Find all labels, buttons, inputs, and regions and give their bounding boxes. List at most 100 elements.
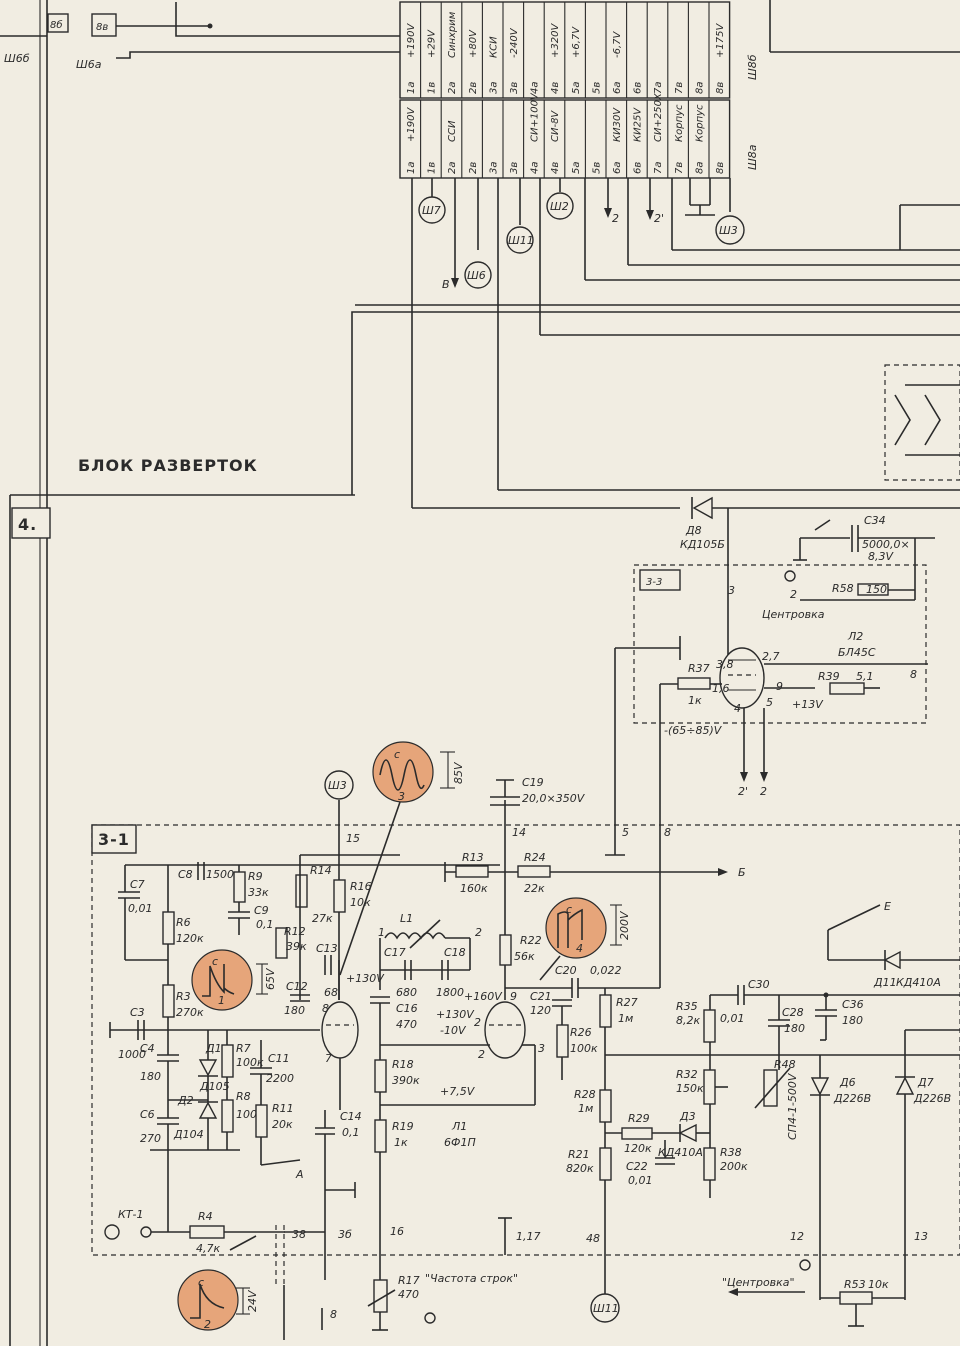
svg-text:56к: 56к — [514, 950, 535, 963]
svg-text:0,01: 0,01 — [720, 1012, 745, 1025]
svg-text:10к: 10к — [350, 896, 371, 909]
pin-8-bottom: 8 — [330, 1308, 337, 1321]
resistor-r26: R26 100к — [556, 1024, 598, 1058]
tube-l2: Л2 БЛ45С 3,8 2,7 1,6 9 4 5 — [712, 630, 876, 715]
connector-signal: СИ-8V — [550, 110, 561, 142]
svg-text:Л1: Л1 — [451, 1120, 467, 1133]
svg-text:R3: R3 — [176, 990, 191, 1003]
svg-text:С12: С12 — [286, 980, 308, 993]
svg-text:Д6: Д6 — [839, 1076, 856, 1089]
resistor-r58: R58 150 — [800, 582, 915, 601]
connector-signal: +190V — [406, 23, 417, 58]
svg-text:R35: R35 — [676, 1000, 698, 1013]
svg-text:R37: R37 — [688, 662, 710, 675]
svg-text:120к: 120к — [176, 932, 204, 945]
ref-sh2: Ш2 — [546, 192, 574, 220]
svg-text:22к: 22к — [524, 882, 545, 895]
svg-text:R14: R14 — [310, 864, 332, 877]
pin-1-17: 1,17 — [516, 1230, 541, 1243]
svg-text:1800: 1800 — [436, 986, 464, 999]
svg-text:Ш11: Ш11 — [508, 234, 534, 247]
connector-pin: 2а — [447, 82, 458, 95]
capacitor-c8: С8 1500 — [178, 862, 234, 881]
svg-text:R39: R39 — [818, 670, 840, 683]
resistor-r16: R16 10к — [333, 879, 372, 913]
svg-text:Д226В: Д226В — [833, 1092, 871, 1105]
svg-text:R29: R29 — [628, 1112, 650, 1125]
connector-pin: 3в — [509, 162, 520, 174]
connector-signal: +6,7V — [571, 26, 582, 58]
svg-text:С14: С14 — [340, 1110, 362, 1123]
svg-text:С6: С6 — [140, 1108, 155, 1121]
capacitor-c14: С14 0,1 — [315, 1110, 362, 1139]
svg-text:180: 180 — [784, 1022, 805, 1035]
svg-text:4: 4 — [576, 942, 583, 955]
pin-12: 12 — [790, 1230, 804, 1243]
svg-text:КД105Б: КД105Б — [680, 538, 725, 551]
svg-text:с: с — [212, 955, 218, 968]
lamp-pin-6: 3 — [728, 584, 735, 597]
svg-text:150к: 150к — [676, 1082, 704, 1095]
lamp-pin-8: 8 — [910, 668, 917, 681]
resistor-r11: R11 20к — [255, 1102, 294, 1138]
connector-signal: Синхрим — [447, 11, 458, 58]
net-letter-e: Е — [884, 900, 891, 913]
svg-text:L1: L1 — [400, 912, 413, 925]
svg-text:39к: 39к — [286, 940, 307, 953]
svg-text:R11: R11 — [272, 1102, 294, 1115]
connector-pin: 7а — [653, 162, 664, 175]
connector-pin: 4в — [550, 82, 561, 94]
tube-pin-7: 3 — [538, 1042, 545, 1055]
resistor-r6: R6 120к — [162, 911, 204, 945]
svg-text:R48: R48 — [774, 1058, 796, 1071]
connector-signal: +320V — [550, 23, 561, 58]
svg-text:R8: R8 — [236, 1090, 251, 1103]
side-label-sh6a: Ш6а — [76, 58, 102, 71]
centering-bottom-label: "Центровка" — [722, 1276, 795, 1289]
svg-text:5: 5 — [766, 696, 773, 709]
resistor-r29: R29 120к — [621, 1112, 653, 1155]
svg-text:R58: R58 — [832, 582, 854, 595]
bottom-connector-name: Ш8а — [746, 144, 759, 170]
svg-text:1: 1 — [218, 994, 225, 1007]
connector-signal: -6,7V — [612, 30, 623, 58]
block-title: БЛОК РАЗВЕРТОК — [78, 456, 258, 475]
svg-text:390к: 390к — [392, 1074, 420, 1087]
pin-48: 48 — [586, 1232, 600, 1245]
tube-pin-3: 2 — [474, 1016, 481, 1029]
ref-sh11: Ш11 — [506, 226, 534, 254]
connector-pin: 6в — [633, 82, 644, 94]
capacitor-c21: С21 120 — [530, 990, 572, 1017]
lamp-lead-2prime: 2' — [738, 785, 748, 798]
resistor-r18: R18 390к — [374, 1058, 420, 1093]
subblock-3-1: 3-1 — [98, 830, 130, 849]
tube-pin-6: 9 — [510, 990, 517, 1003]
svg-text:С13: С13 — [316, 942, 338, 955]
svg-text:0,01: 0,01 — [628, 1174, 653, 1187]
voltage-7-5: +7,5V — [440, 1085, 476, 1098]
tube-pin-9: 8 — [322, 1002, 329, 1015]
lamp-lead-2: 2 — [760, 785, 767, 798]
capacitor-c12: С12 180 — [284, 980, 310, 1017]
svg-text:160к: 160к — [460, 882, 488, 895]
svg-text:270: 270 — [140, 1132, 161, 1145]
net-letter-2: 2 — [612, 212, 619, 225]
connector-pin: 5а — [571, 82, 582, 95]
svg-text:КД410А: КД410А — [896, 976, 941, 989]
resistor-r4: R4 4,7к — [189, 1210, 225, 1255]
svg-text:R32: R32 — [676, 1068, 698, 1081]
svg-text:БЛ45С: БЛ45С — [838, 646, 876, 659]
svg-text:6Ф1П: 6Ф1П — [444, 1136, 476, 1149]
connector-pin: 2а — [447, 162, 458, 175]
connector-signal: +175V — [715, 23, 726, 58]
svg-text:R6: R6 — [176, 916, 191, 929]
svg-text:С28: С28 — [782, 1006, 804, 1019]
capacitor-c30: С30 0,01 — [720, 978, 770, 1025]
svg-text:КД410А: КД410А — [658, 1146, 703, 1159]
svg-text:R4: R4 — [198, 1210, 213, 1223]
lamp-pin-3: 2 — [790, 588, 797, 601]
svg-text:20,0×350V: 20,0×350V — [522, 792, 586, 805]
svg-text:4,7к: 4,7к — [196, 1242, 220, 1255]
pin-15: 15 — [346, 832, 360, 845]
